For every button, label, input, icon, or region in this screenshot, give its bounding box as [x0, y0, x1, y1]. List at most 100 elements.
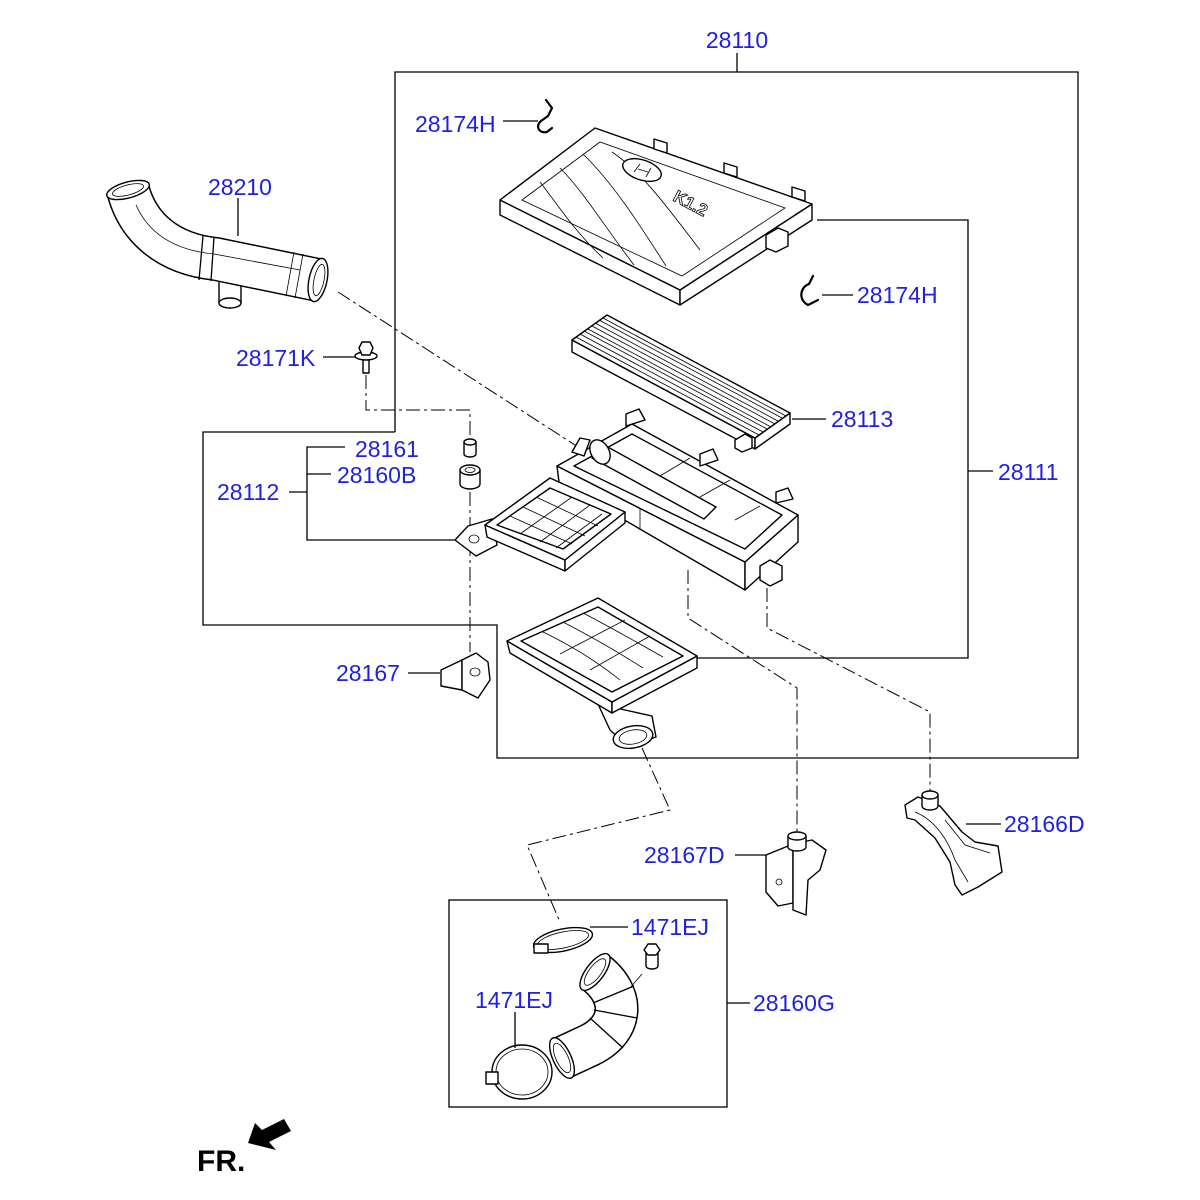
cover-side-latch [765, 227, 789, 253]
grommet [459, 464, 481, 490]
support-bracket-strap [904, 796, 1003, 896]
bolt-head [358, 341, 374, 356]
cover-rib [559, 167, 635, 266]
clamp-lower-screw-housing [485, 1071, 499, 1085]
clamp-upper-screw-housing [533, 943, 549, 954]
callout-labels: 28110 28174H 28210 28171K 28161 28160B 2… [208, 27, 1085, 1016]
case-duct-tab [571, 437, 591, 457]
hose-rib [593, 1009, 638, 1019]
spacer-body [463, 441, 477, 458]
clip-upper [537, 98, 554, 134]
cover-rib [611, 151, 701, 251]
hose-upper-opening [579, 952, 611, 992]
callout-28160B: 28160B [337, 462, 416, 488]
duct-seam [135, 204, 301, 271]
callout-28167D: 28167D [644, 842, 725, 868]
support-bracket-ridge [914, 811, 991, 883]
spacer [463, 438, 477, 458]
spacer-top [463, 438, 477, 446]
hose-upper-inner [583, 958, 607, 986]
axis-case-to-support-bracket [766, 588, 931, 795]
air-cleaner-upper-case [556, 408, 799, 591]
filter-pleat [591, 325, 776, 425]
case-inner-port [589, 439, 611, 465]
front-direction-arrow-icon [248, 1119, 291, 1150]
callout-28110: 28110 [706, 27, 768, 53]
filter-pleat [583, 330, 768, 430]
bracket-d-mount-top [787, 831, 807, 841]
clamp-lower-band [491, 1044, 553, 1100]
front-direction-label: FR. [197, 1145, 245, 1178]
filter-pleat [579, 333, 764, 433]
callout-1471EJ-lower: 1471EJ [475, 987, 553, 1013]
hose-assembly [485, 926, 661, 1100]
lower-case-opening [520, 606, 684, 693]
leader-lines [237, 120, 1001, 1048]
callout-1471EJ-upper: 1471EJ [631, 914, 709, 940]
case-inner-partition [659, 457, 761, 521]
bracket-d-side [792, 839, 827, 916]
grommet-hole [464, 467, 476, 473]
resonator-housing [454, 477, 626, 572]
case-rim-tab [699, 448, 719, 467]
filter-frame-tab [734, 433, 753, 453]
axis-duct-to-case [337, 291, 579, 448]
cover-rib [539, 181, 604, 259]
case-rim-tab [775, 487, 794, 504]
bracket-curve [461, 652, 491, 699]
assembly-frames [202, 53, 1079, 1108]
clip-wire [800, 274, 820, 307]
axis-case-to-bracket-d [687, 570, 798, 833]
filter-pleat [587, 328, 772, 428]
callout-28112: 28112 [217, 479, 279, 505]
brand-logo-icon-mark [633, 163, 652, 178]
callout-28166D: 28166D [1004, 811, 1085, 837]
bracket-d-plate [765, 843, 794, 907]
filter-pleat [602, 317, 787, 417]
callout-28160G: 28160G [753, 990, 835, 1016]
hose-lower-opening [548, 1037, 576, 1079]
duct-spigot-end [218, 297, 242, 309]
callout-28174H-upper: 28174H [415, 111, 496, 137]
callout-28174H-lower: 28174H [857, 282, 938, 308]
callout-28171K: 28171K [236, 345, 316, 371]
hose-lower-inner [552, 1042, 572, 1074]
filter-element [571, 314, 791, 453]
bolt [354, 341, 378, 374]
axis-outlet-to-hose [526, 747, 671, 923]
callout-28113: 28113 [831, 406, 893, 432]
axis-bolt-to-spacer [365, 375, 471, 437]
hose-rib [589, 1017, 624, 1049]
cover-rib [582, 153, 667, 267]
hose-rib [592, 985, 635, 1004]
bracket-hole [469, 667, 481, 677]
callout-28112-bracket [306, 446, 455, 541]
duct-body-fill [108, 183, 323, 301]
support-bracket-mount-top [921, 790, 939, 800]
duct-band-edge [198, 235, 204, 281]
case-bottom-clip [759, 559, 783, 587]
clip-wire [537, 98, 554, 134]
bracket [440, 652, 491, 699]
lower-case-outlet-opening [612, 724, 654, 750]
bracket-d-hole [775, 878, 783, 886]
duct-band-edge [210, 236, 215, 282]
cover-top-face [499, 127, 813, 291]
duct-intake-opening [105, 179, 151, 201]
cover-tab [723, 162, 738, 178]
assembly-axis-lines [337, 291, 931, 923]
filter-pleat [575, 336, 760, 436]
cover-tab [653, 138, 668, 154]
assembly-28110-boundary [202, 71, 1079, 759]
sensor-hex-head [643, 943, 661, 956]
callout-28167: 28167 [336, 660, 400, 686]
case-rim-tab [625, 408, 646, 427]
resonator-flange-hole [468, 534, 480, 544]
intake-duct [105, 179, 329, 309]
cover-raised-panel [521, 141, 786, 277]
lower-case-ribs [542, 612, 664, 681]
cover-tab [791, 186, 806, 202]
duct-ridge [285, 251, 295, 297]
callout-28210: 28210 [208, 174, 272, 200]
